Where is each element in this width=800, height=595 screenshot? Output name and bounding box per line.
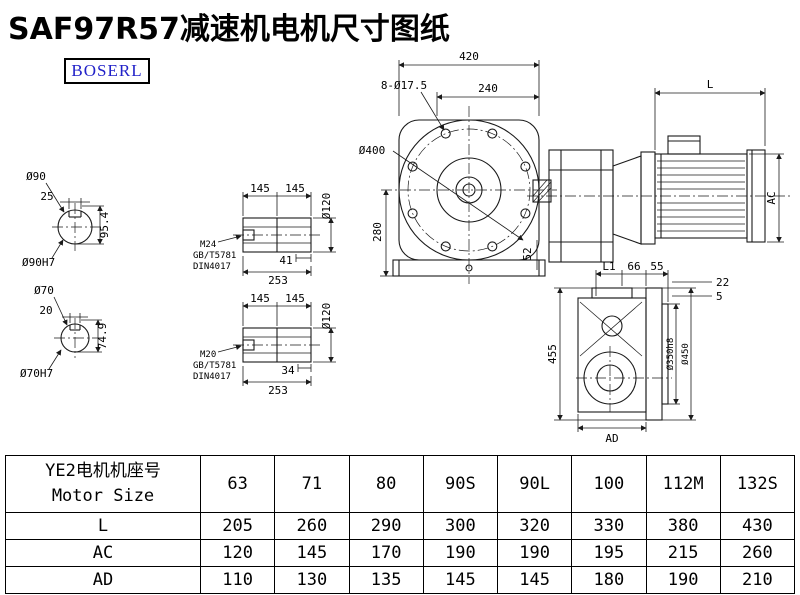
dim-t2-thread: M20 (200, 350, 216, 360)
dim-280: 280 (371, 222, 384, 242)
L-112m: 380 (645, 512, 721, 540)
hollow-shaft-detail-m24: 145 145 Ø120 M24 GB/T5781 DIN4017 41 253 (193, 182, 336, 287)
AC-100: 195 (571, 539, 647, 567)
motor-size-header-cell: YE2电机机座号 Motor Size (5, 455, 201, 513)
row-label-AC: AC (5, 539, 201, 567)
size-63: 63 (199, 455, 276, 513)
dim-t1-len2: 145 (285, 182, 305, 195)
motor-side-view: L AC (527, 78, 790, 263)
logo-text: BOSERL (71, 61, 143, 80)
dim-t2-std2: DIN4017 (193, 372, 231, 382)
AD-63: 110 (199, 566, 276, 594)
dim-f-66: 66 (627, 260, 640, 273)
dim-s70-height: 74.9 (96, 323, 109, 350)
size-132s: 132S (719, 455, 796, 513)
AD-90s: 145 (422, 566, 499, 594)
L-132s: 430 (719, 512, 796, 540)
dim-s90-height: 95.4 (98, 211, 111, 238)
dim-t1-thread: M24 (200, 240, 216, 250)
dim-t1-std2: DIN4017 (193, 262, 231, 272)
dim-t2-total: 253 (268, 384, 288, 397)
row-label-L: L (5, 512, 201, 540)
dim-f-5: 5 (716, 290, 723, 303)
size-90s: 90S (422, 455, 499, 513)
L-63: 205 (199, 512, 276, 540)
AD-80: 135 (348, 566, 424, 594)
shaft-end-view-90: Ø90 25 95.4 Ø90H7 (22, 170, 111, 269)
table-row-AC: AC 120 145 170 190 190 195 215 260 (5, 539, 796, 567)
motor-size-header-en: Motor Size (51, 486, 155, 506)
size-90l: 90L (496, 455, 573, 513)
dim-s70-bore: Ø70H7 (20, 367, 53, 380)
dim-f-55: 55 (650, 260, 663, 273)
dim-t2-len1: 145 (250, 292, 270, 305)
size-112m: 112M (645, 455, 721, 513)
dim-d400: Ø400 (359, 144, 386, 157)
hollow-shaft-detail-m20: 145 145 Ø120 M20 GB/T5781 DIN4017 34 253 (193, 292, 336, 397)
table-row-L: L 205 260 290 300 320 330 380 430 (5, 512, 796, 540)
dim-t1-total: 253 (268, 274, 288, 287)
AC-80: 170 (348, 539, 424, 567)
motor-size-header-cn: YE2电机机座号 (45, 460, 161, 481)
page-title: SAF97R57减速机电机尺寸图纸 (8, 12, 450, 47)
AC-90l: 190 (496, 539, 573, 567)
dim-t2-std1: GB/T5781 (193, 361, 236, 371)
dim-t2-len2: 145 (285, 292, 305, 305)
size-80: 80 (348, 455, 424, 513)
dim-t1-std1: GB/T5781 (193, 251, 236, 261)
AD-100: 180 (571, 566, 647, 594)
dim-s90-bore: Ø90H7 (22, 256, 55, 269)
L-90s: 300 (422, 512, 499, 540)
AD-112m: 190 (645, 566, 721, 594)
L-71: 260 (274, 512, 350, 540)
table-row-header: YE2电机机座号 Motor Size 63 71 80 90S 90L 100… (5, 455, 796, 513)
logo-box: BOSERL (64, 58, 150, 84)
dim-t1-threadlen: 41 (279, 254, 292, 267)
dim-s70-dia: Ø70 (34, 284, 54, 297)
L-100: 330 (571, 512, 647, 540)
L-90l: 320 (496, 512, 573, 540)
gearbox-front-view: 420 240 8-Ø17.5 Ø400 280 52 (359, 50, 557, 284)
AC-90s: 190 (422, 539, 499, 567)
dim-f-350: Ø350h8 (665, 338, 676, 371)
AC-112m: 215 (645, 539, 721, 567)
size-71: 71 (274, 455, 350, 513)
dim-240: 240 (478, 82, 498, 95)
dim-t2-threadlen: 34 (281, 364, 295, 377)
motor-dimension-table: YE2电机机座号 Motor Size 63 71 80 90S 90L 100… (5, 455, 796, 594)
dim-t1-dia: Ø120 (320, 193, 333, 220)
dim-f-22: 22 (716, 276, 729, 289)
dim-AC: AC (765, 191, 778, 204)
dim-t1-len1: 145 (250, 182, 270, 195)
dim-52: 52 (521, 247, 534, 260)
row-label-AD: AD (5, 566, 201, 594)
dim-f-450: Ø450 (680, 343, 691, 365)
dim-f-l1: L1 (602, 260, 615, 273)
size-100: 100 (571, 455, 647, 513)
dim-s90-key: 25 (40, 190, 53, 203)
L-80: 290 (348, 512, 424, 540)
AD-71: 130 (274, 566, 350, 594)
dim-bolt-holes: 8-Ø17.5 (381, 79, 427, 92)
AC-63: 120 (199, 539, 276, 567)
dim-t2-dia: Ø120 (320, 303, 333, 330)
dim-f-455: 455 (546, 344, 559, 364)
dim-s90-dia: Ø90 (26, 170, 46, 183)
output-flange-view: L1 66 55 22 5 455 Ø350h8 Ø450 AD (546, 260, 729, 445)
shaft-end-view-70: Ø70 20 74.9 Ø70H7 (20, 284, 109, 380)
AC-132s: 260 (719, 539, 796, 567)
technical-drawing: 420 240 8-Ø17.5 Ø400 280 52 (20, 50, 790, 445)
table-row-AD: AD 110 130 135 145 145 180 190 210 (5, 566, 796, 594)
dim-420: 420 (459, 50, 479, 63)
AD-90l: 145 (496, 566, 573, 594)
dim-s70-key: 20 (39, 304, 52, 317)
AD-132s: 210 (719, 566, 796, 594)
dim-L: L (707, 78, 714, 91)
dim-f-ad: AD (605, 432, 618, 445)
AC-71: 145 (274, 539, 350, 567)
